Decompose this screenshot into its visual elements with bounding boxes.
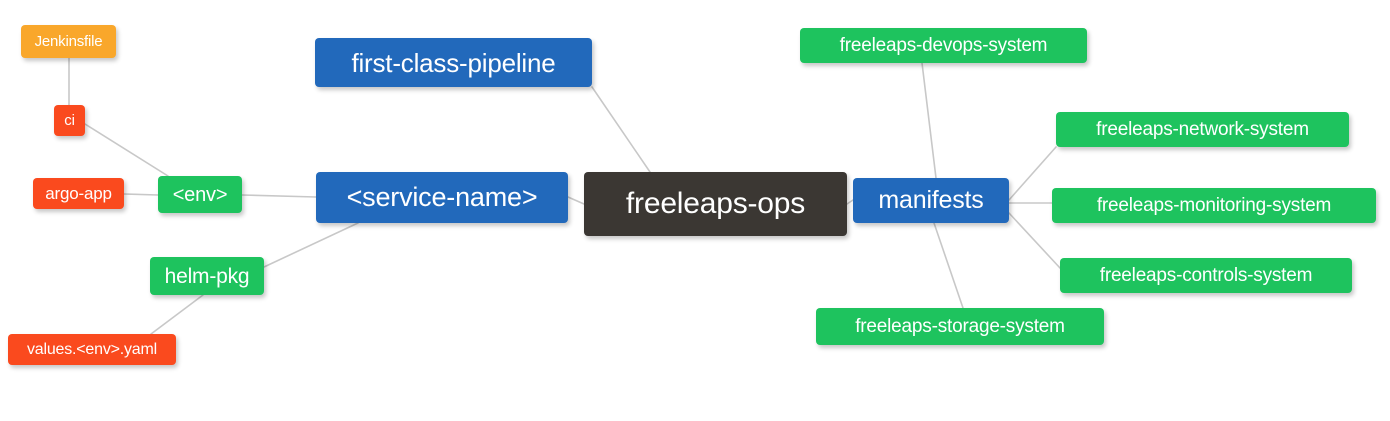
node-monitoring-system[interactable]: freeleaps-monitoring-system [1052, 188, 1376, 223]
node-label-storage-system: freeleaps-storage-system [855, 316, 1065, 337]
node-label-manifests: manifests [878, 186, 984, 214]
node-label-values-yaml: values.<env>.yaml [26, 340, 157, 358]
edge-env-ci [84, 123, 169, 177]
node-first-class-pipeline[interactable]: first-class-pipeline [315, 38, 592, 87]
edge-manifests-devops-system [921, 62, 937, 179]
node-root[interactable]: freeleaps-ops [584, 172, 847, 236]
edge-service-name-helm-pkg [263, 222, 359, 268]
node-label-ci: ci [64, 112, 75, 129]
edge-root-first-class-pipeline [591, 86, 651, 173]
node-label-argo-app: argo-app [45, 184, 112, 203]
node-label-jenkinsfile: Jenkinsfile [34, 33, 103, 50]
node-label-first-class-pipeline: first-class-pipeline [351, 47, 556, 78]
edge-manifests-storage-system [933, 222, 964, 309]
edge-manifests-network-system [1008, 146, 1057, 201]
node-ci[interactable]: ci [54, 105, 85, 136]
node-argo-app[interactable]: argo-app [33, 178, 124, 209]
node-env[interactable]: <env> [158, 176, 242, 213]
node-label-root: freeleaps-ops [625, 187, 806, 220]
node-devops-system[interactable]: freeleaps-devops-system [800, 28, 1087, 63]
node-storage-system[interactable]: freeleaps-storage-system [816, 308, 1104, 345]
edge-helm-pkg-values-yaml [150, 294, 204, 335]
edge-env-argo-app [123, 193, 159, 196]
node-manifests[interactable]: manifests [853, 178, 1009, 223]
node-label-helm-pkg: helm-pkg [164, 264, 250, 288]
node-label-monitoring-system: freeleaps-monitoring-system [1096, 195, 1332, 216]
node-label-service-name: <service-name> [346, 182, 538, 212]
edge-service-name-env [241, 194, 317, 198]
node-helm-pkg[interactable]: helm-pkg [150, 257, 264, 295]
node-label-controls-system: freeleaps-controls-system [1099, 265, 1313, 286]
edge-root-service-name [567, 196, 585, 205]
node-values-yaml[interactable]: values.<env>.yaml [8, 334, 176, 365]
node-controls-system[interactable]: freeleaps-controls-system [1060, 258, 1352, 293]
node-service-name[interactable]: <service-name> [316, 172, 568, 223]
node-jenkinsfile[interactable]: Jenkinsfile [21, 25, 116, 58]
node-network-system[interactable]: freeleaps-network-system [1056, 112, 1349, 147]
node-label-network-system: freeleaps-network-system [1096, 119, 1309, 140]
node-label-devops-system: freeleaps-devops-system [839, 35, 1048, 56]
node-label-env: <env> [172, 183, 228, 206]
